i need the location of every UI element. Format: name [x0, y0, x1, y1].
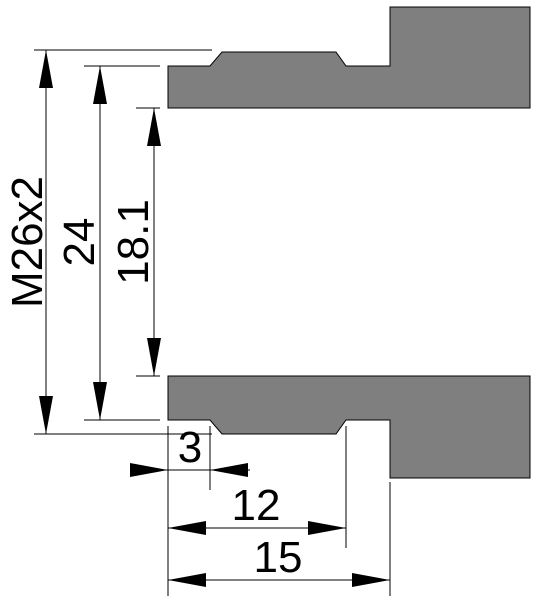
arrow-24-bottom [93, 382, 107, 420]
arrow-m26-bottom [39, 396, 53, 434]
extension-lines [34, 49, 391, 596]
arrow-15-left [168, 573, 206, 587]
arrow-18-bottom [147, 338, 161, 376]
arrow-3-left [130, 463, 168, 477]
arrowheads [39, 50, 390, 587]
arrow-24-top [93, 66, 107, 104]
dim-text-3: 3 [178, 423, 202, 472]
dim-text-15: 15 [254, 533, 303, 582]
arrow-12-right [308, 521, 346, 535]
arrow-12-left [168, 521, 206, 535]
arrow-18-top [147, 108, 161, 146]
arrow-15-right [352, 573, 390, 587]
dim-text-12: 12 [232, 481, 281, 530]
arrow-3-right [210, 463, 248, 477]
part-section-upper [167, 6, 531, 109]
dim-text-thread: M26x2 [3, 176, 52, 308]
arrow-m26-top [39, 50, 53, 88]
part-section-lower [167, 375, 531, 479]
dim-text-24: 24 [55, 218, 104, 267]
dim-text-18-1: 18.1 [109, 199, 158, 285]
